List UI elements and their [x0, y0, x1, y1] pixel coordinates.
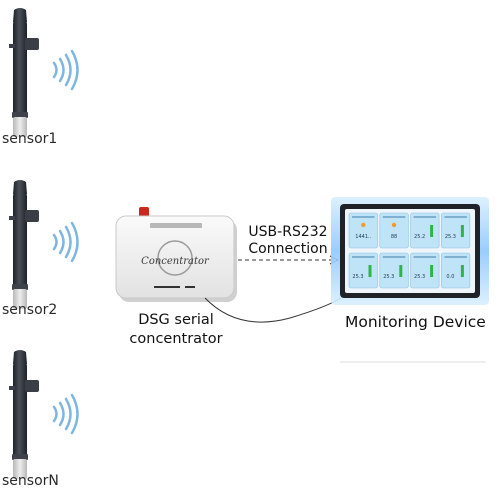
concentrator-device [115, 207, 237, 302]
dashboard-tile: 25.3 [441, 212, 471, 249]
dashboard-tile: 88 [379, 212, 409, 249]
sensor-2-signal-icon [52, 221, 79, 263]
tile-value: 25.3 [414, 274, 425, 280]
tile-value: 25.3 [383, 274, 394, 280]
tile-value: 25.2 [414, 234, 425, 240]
tile-value: 1441.. [355, 234, 371, 240]
sensor-1-device [9, 8, 39, 137]
level-bar-icon [430, 225, 434, 237]
logo-circle [157, 240, 193, 276]
connection-label: USB-RS232 Connection [236, 224, 340, 258]
dashboard-tile: 25.3 [348, 252, 378, 289]
level-bar-icon [430, 265, 434, 277]
tile-value: 25.3 [352, 274, 363, 280]
dashboard-tile: 25.3 [379, 252, 409, 289]
tile-value: 88 [391, 234, 397, 240]
sensor-2-label: sensor2 [2, 302, 58, 318]
concentrator-device-text: Concentrator [141, 256, 210, 267]
dashboard-tile: 25.2 [410, 212, 440, 249]
level-bar-icon [368, 265, 372, 277]
status-dot-icon [361, 222, 366, 228]
sensor-n-signal-icon [52, 393, 79, 435]
sensor-2-device [9, 180, 39, 309]
concentrator-caption-line2: concentrator [129, 331, 223, 347]
sensor-1-label: sensor1 [2, 131, 58, 147]
level-bar-icon [399, 265, 403, 277]
connection-label-line1: USB-RS232 [248, 224, 328, 240]
level-bar-icon [460, 225, 464, 237]
dashboard-tile: 1441.. [348, 212, 378, 249]
tile-value: 0.0 [446, 274, 454, 280]
connection-label-line2: Connection [248, 241, 328, 257]
tile-value: 25.3 [445, 234, 456, 240]
dashboard-tile: 0.0 [441, 252, 471, 289]
sensor-n-device [9, 350, 39, 479]
sensor-1-signal-icon [52, 49, 79, 91]
dashboard-tile: 25.3 [410, 252, 440, 289]
concentrator-caption-line1: DSG serial [138, 312, 214, 328]
level-bar-icon [460, 265, 464, 277]
sensor-n-label: sensorN [2, 473, 59, 489]
concentrator-caption: DSG serial concentrator [112, 311, 240, 349]
monitoring-device: 1441.. 88 25.2 25.3 25.3 25.3 25.3 0.0 [331, 197, 489, 305]
monitoring-device-label: Monitoring Device [345, 313, 486, 331]
dashboard-tiles: 1441.. 88 25.2 25.3 25.3 25.3 25.3 0.0 [348, 212, 471, 289]
status-dot-icon [391, 222, 397, 228]
